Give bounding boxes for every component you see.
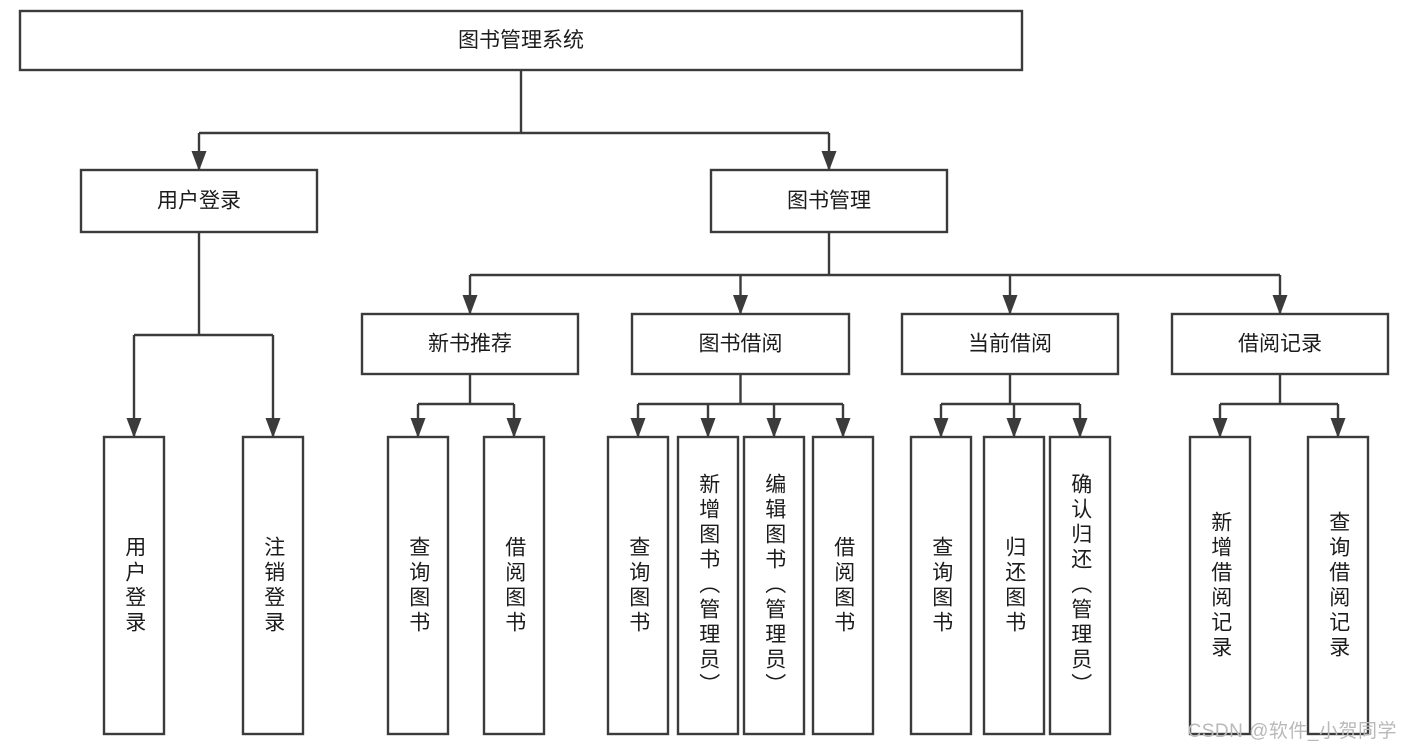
arrow-head-icon-leaf-return-book <box>1006 418 1022 438</box>
node-label-book-manage: 图书管理 <box>787 190 871 213</box>
arrow-head-icon-leaf-query-book-3 <box>933 418 949 438</box>
node-label-book-borrow: 图书借阅 <box>699 333 783 356</box>
arrow-head-icon-leaf-confirm-return <box>1072 418 1088 438</box>
node-box-user-login[interactable] <box>79 168 319 234</box>
connector-layer <box>126 70 1346 438</box>
node-box-leaf-borrow-book-1[interactable] <box>482 435 546 736</box>
node-label-new-book-rec: 新书推荐 <box>428 333 512 356</box>
node-box-leaf-add-book[interactable] <box>676 435 740 736</box>
node-box-leaf-query-record[interactable] <box>1306 435 1370 736</box>
arrow-head-icon-leaf-edit-book <box>766 418 782 438</box>
node-box-leaf-return-book[interactable] <box>982 435 1046 736</box>
arrow-head-icon-leaf-add-record <box>1212 418 1228 438</box>
node-label-current-borrow: 当前借阅 <box>968 333 1052 356</box>
node-box-leaf-add-record[interactable] <box>1188 435 1252 736</box>
node-box-leaf-query-book-3[interactable] <box>909 435 973 736</box>
arrow-head-icon-current-borrow <box>1002 295 1018 315</box>
node-box-layer <box>18 9 1390 736</box>
arrow-head-icon-book-borrow <box>733 295 748 315</box>
node-box-book-borrow[interactable] <box>630 312 851 376</box>
node-label-root: 图书管理系统 <box>458 29 584 52</box>
node-box-new-book-rec[interactable] <box>360 312 580 376</box>
node-box-borrow-record[interactable] <box>1170 312 1390 376</box>
node-label-borrow-record: 借阅记录 <box>1238 333 1322 356</box>
arrow-head-icon-leaf-add-book <box>700 418 716 438</box>
arrow-head-icon-leaf-query-book-1 <box>410 418 426 438</box>
arrow-head-icon-borrow-record <box>1272 295 1288 315</box>
arrow-head-icon-leaf-borrow-book-1 <box>506 418 522 438</box>
node-label-user-login: 用户登录 <box>157 190 241 213</box>
arrow-head-icon-book-manage <box>821 151 837 171</box>
arrow-head-icon-leaf-user-logout <box>265 418 281 438</box>
node-box-leaf-confirm-return[interactable] <box>1048 435 1112 736</box>
arrow-head-icon-user-login <box>191 151 207 171</box>
node-box-leaf-borrow-book-2[interactable] <box>811 435 875 736</box>
arrow-head-icon-leaf-borrow-book-2 <box>835 418 851 438</box>
arrow-head-icon-new-book-rec <box>462 295 478 315</box>
node-box-current-borrow[interactable] <box>900 312 1120 376</box>
node-box-leaf-edit-book[interactable] <box>742 435 806 736</box>
node-box-leaf-query-book-1[interactable] <box>386 435 450 736</box>
node-box-book-manage[interactable] <box>709 168 949 234</box>
node-box-root[interactable] <box>18 9 1024 72</box>
arrow-head-icon-leaf-query-record <box>1330 418 1346 438</box>
node-box-leaf-user-logout[interactable] <box>241 435 305 736</box>
csdn-watermark: CSDN @软件_小贺同学 <box>1187 721 1397 742</box>
arrow-head-icon-leaf-query-book-2 <box>630 418 646 438</box>
arrow-head-icon-leaf-user-login <box>126 418 142 438</box>
node-box-leaf-query-book-2[interactable] <box>606 435 670 736</box>
node-box-leaf-user-login[interactable] <box>102 435 166 736</box>
